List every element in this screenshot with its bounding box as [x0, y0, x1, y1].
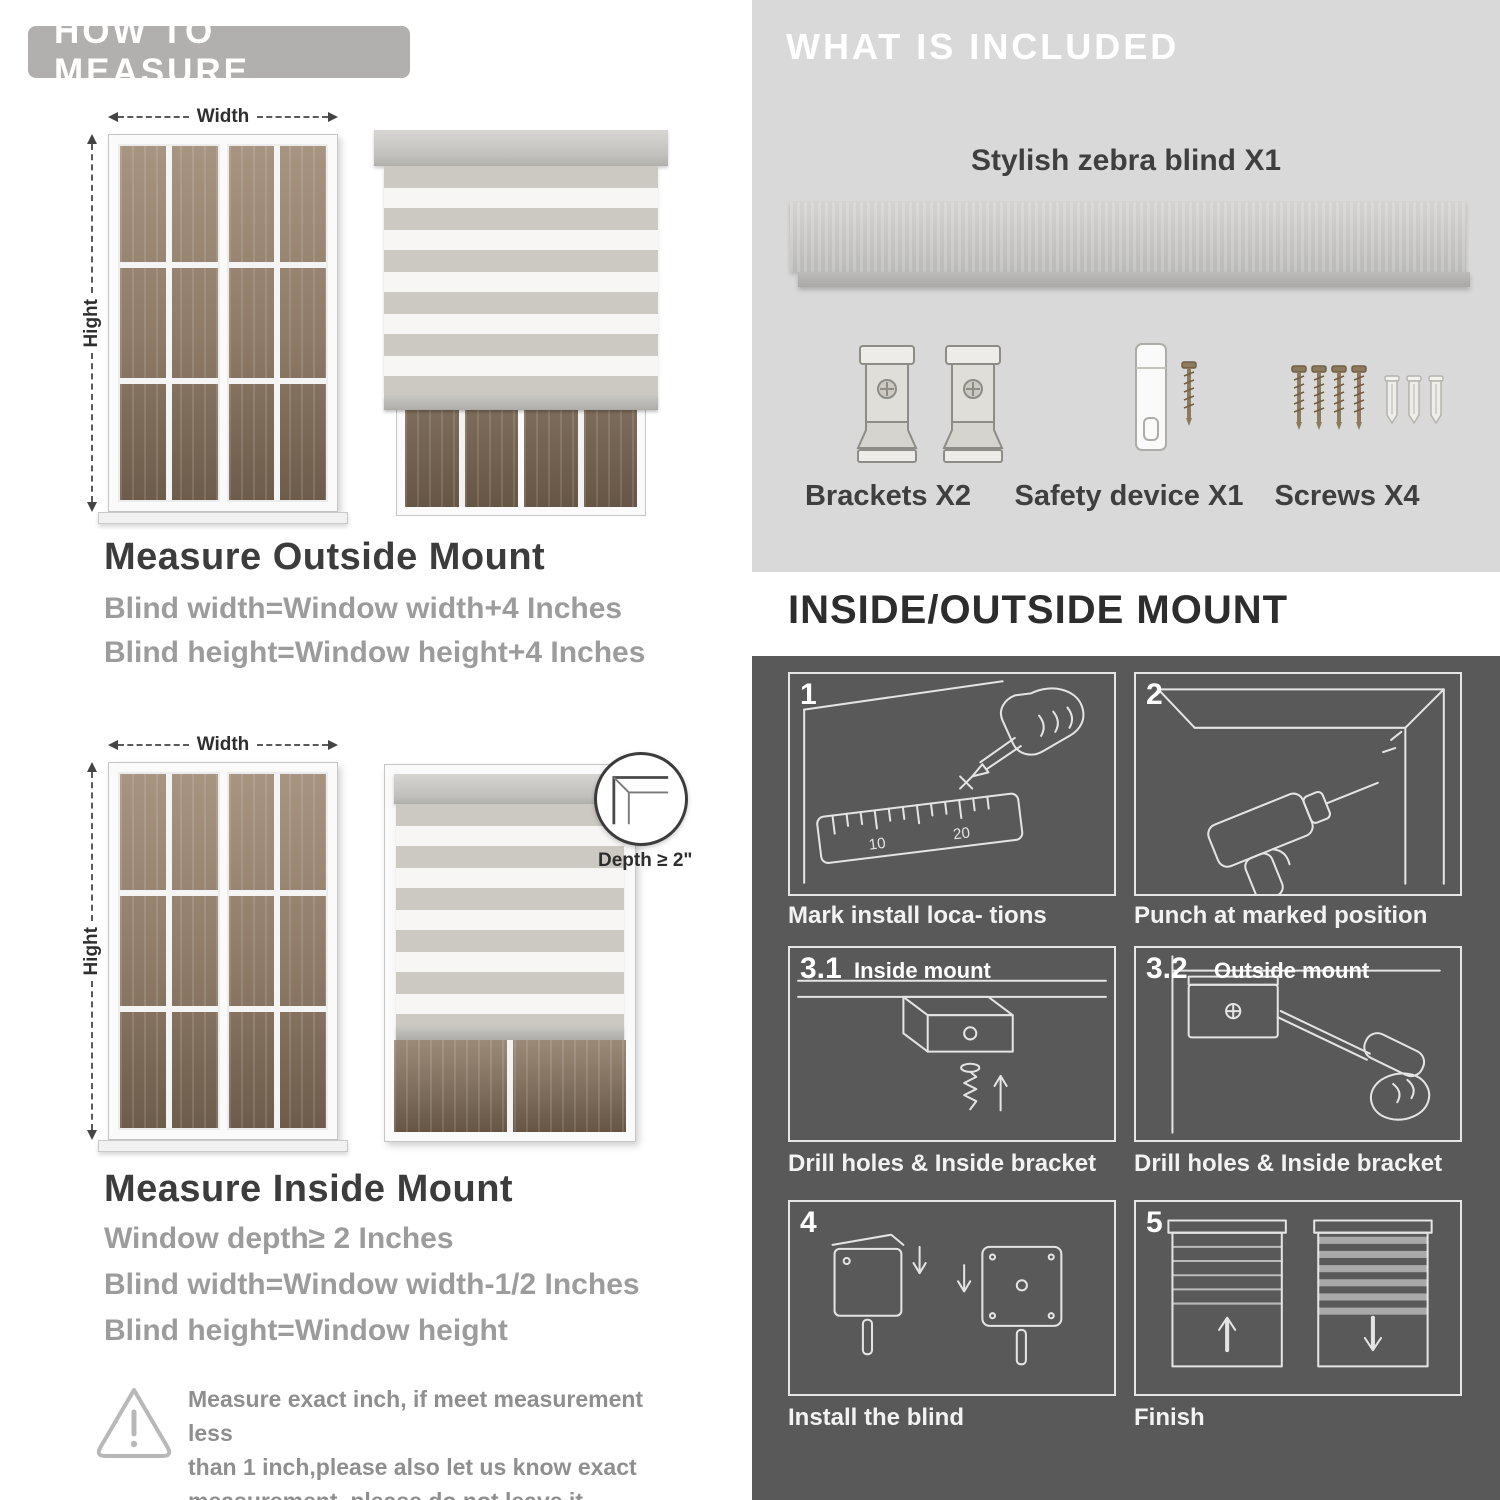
arrow-up-icon — [87, 762, 97, 772]
step-number: 1 — [800, 678, 817, 711]
blind-bottom-rail — [396, 1026, 624, 1040]
note-line: measurement, please do not leave it — [188, 1484, 688, 1500]
inside-bracket-illustration — [797, 979, 1107, 1112]
width-arrow: Width — [108, 734, 338, 756]
what-is-included-title: WHAT IS INCLUDED — [786, 26, 1180, 67]
width-arrow: Width — [108, 106, 338, 128]
warning-icon — [92, 1382, 176, 1462]
inside-formula-depth: Window depth≥ 2 Inches — [104, 1222, 454, 1255]
mount-steps-section: 1 10 20 — [752, 656, 1500, 1500]
finished-blinds-illustration — [1167, 1219, 1433, 1368]
step-caption-5: Finish — [1134, 1404, 1205, 1431]
zebra-blind-bar-valance — [798, 272, 1470, 287]
height-arrow: Hight — [81, 762, 102, 1141]
step-number: 5 — [1146, 1206, 1163, 1239]
window-sash — [118, 772, 220, 1130]
height-label: Hight — [81, 298, 102, 348]
step-caption-3-2: Drill holes & Inside bracket — [1134, 1150, 1443, 1177]
window-corner-detail-icon — [612, 776, 669, 825]
part-label-brackets: Brackets X2 — [804, 480, 972, 512]
step-number: 2 — [1146, 678, 1163, 711]
part-label-safety-device: Safety device X1 — [1014, 480, 1244, 512]
inside-mount-blind-figure — [384, 764, 636, 1142]
inside-formula-width: Blind width=Window width-1/2 Inches — [104, 1268, 640, 1301]
measure-outside-heading: Measure Outside Mount — [104, 536, 546, 578]
step-caption-4: Install the blind — [788, 1404, 965, 1431]
window-illustration — [108, 762, 338, 1140]
step-number: 3.2 — [1146, 952, 1188, 985]
outside-bracket-illustration — [1171, 955, 1441, 1134]
step-caption-3-1: Drill holes & Inside bracket — [788, 1150, 1097, 1177]
note-line: than 1 inch,please also let us know exac… — [188, 1454, 637, 1480]
step-caption-2: Punch at marked position — [1134, 902, 1428, 929]
arrow-down-icon — [87, 502, 97, 513]
width-label: Width — [196, 734, 250, 755]
arrow-right-icon — [328, 112, 338, 122]
inside-formula-height: Blind height=Window height — [104, 1314, 508, 1347]
zebra-blind-stripes — [396, 804, 624, 1026]
outside-formula-width: Blind width=Window width+4 Inches — [104, 592, 623, 625]
window-illustration — [108, 134, 338, 512]
svg-text:20: 20 — [952, 824, 971, 843]
drill-illustration — [1157, 688, 1445, 894]
safety-device-icon — [1135, 343, 1198, 451]
height-label: Hight — [81, 926, 102, 976]
step-panel-3-2: 3.2 Outside mount — [1134, 946, 1462, 1142]
install-blind-illustration — [831, 1233, 1063, 1366]
arrow-up-icon — [87, 134, 97, 144]
outside-mount-window-figure: Width Hight — [81, 104, 348, 538]
step-panel-3-1: 3.1 Inside mount — [788, 946, 1116, 1142]
part-label-screws: Screws X4 — [1274, 480, 1420, 512]
outside-formula-height: Blind height=Window height+4 Inches — [104, 636, 646, 669]
step-number: 4 — [800, 1206, 817, 1239]
window-sash — [226, 772, 328, 1130]
window-sash — [226, 144, 328, 502]
arrow-down-icon — [87, 1130, 97, 1141]
zebra-blind-stripes — [384, 166, 658, 396]
depth-label: Depth ≥ 2" — [598, 850, 693, 871]
arrow-left-icon — [108, 740, 118, 750]
window-sill — [98, 512, 348, 524]
mount-section-title: INSIDE/OUTSIDE MOUNT — [788, 588, 1289, 632]
step-tag: Inside mount — [854, 958, 991, 983]
blind-headrail — [374, 130, 668, 166]
bracket-icon — [943, 345, 1003, 463]
outside-mount-blind-figure — [374, 126, 668, 518]
blind-bottom-rail — [384, 396, 658, 410]
zebra-blind-bar — [790, 202, 1466, 272]
step-panel-5: 5 — [1134, 1200, 1462, 1396]
arrow-left-icon — [108, 112, 118, 122]
how-to-measure-banner: HOW TO MEASURE — [28, 12, 410, 91]
arrow-right-icon — [328, 740, 338, 750]
measurement-note: Measure exact inch, if meet measurement … — [188, 1382, 688, 1500]
svg-text:10: 10 — [868, 835, 887, 854]
product-label: Stylish zebra blind X1 — [970, 144, 1282, 177]
step-panel-2: 2 — [1134, 672, 1462, 896]
screws-icon — [1290, 364, 1444, 432]
window-sill — [98, 1140, 348, 1152]
step-caption-1: Mark install loca- tions — [788, 902, 1047, 929]
what-is-included-section: WHAT IS INCLUDED Stylish zebra blind X1 — [752, 0, 1500, 572]
width-label: Width — [196, 106, 250, 127]
bracket-icon — [857, 345, 917, 463]
mark-locations-illustration: 10 20 — [803, 680, 1085, 884]
step-panel-4: 4 — [788, 1200, 1116, 1396]
inside-mount-window-figure: Width Hight — [81, 732, 348, 1166]
window-sash — [118, 144, 220, 502]
blind-headrail — [394, 774, 626, 804]
step-tag: Outside mount — [1214, 958, 1370, 983]
step-number: 3.1 — [800, 952, 842, 985]
step-panel-1: 1 10 20 — [788, 672, 1116, 896]
height-arrow: Hight — [81, 134, 102, 513]
depth-magnifier — [594, 752, 688, 846]
included-parts-illustration — [857, 343, 1444, 463]
measure-inside-heading: Measure Inside Mount — [104, 1168, 514, 1210]
window-glass — [394, 1040, 626, 1132]
note-line: Measure exact inch, if meet measurement … — [188, 1386, 644, 1446]
